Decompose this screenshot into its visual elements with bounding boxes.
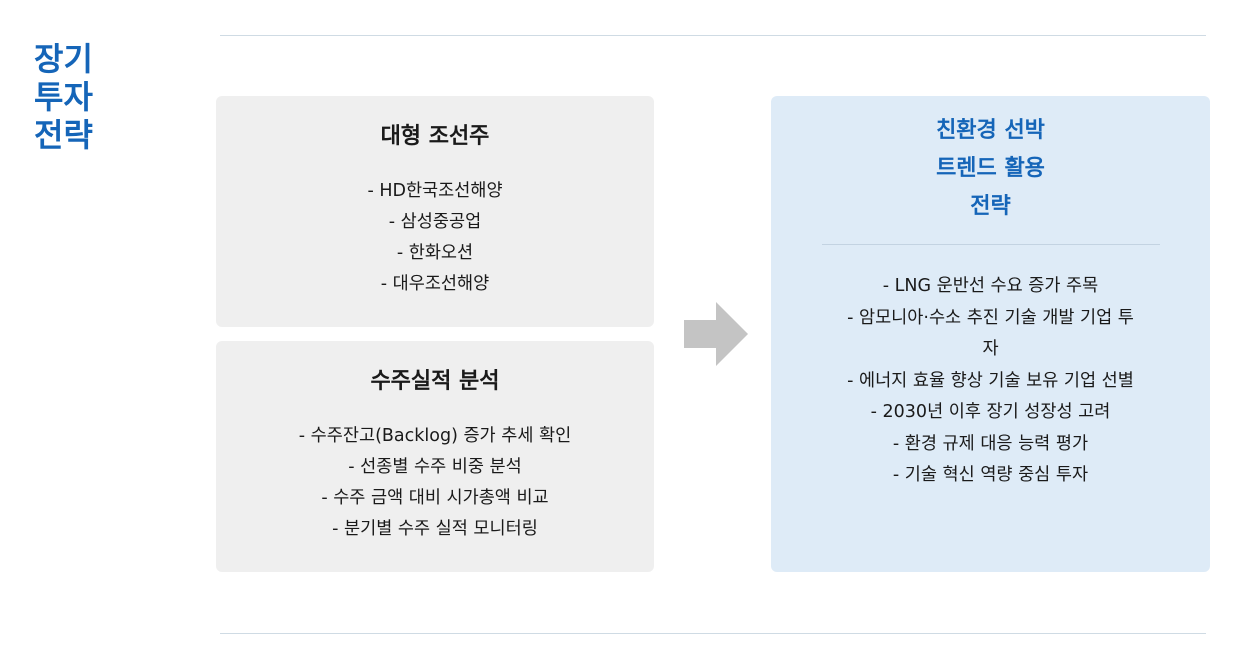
strategy-title: 친환경 선박 트렌드 활용 전략 — [936, 112, 1045, 226]
card-large-shipbuilders: 대형 조선주 - HD한국조선해양 - 삼성중공업 - 한화오션 - 대우조선해… — [216, 96, 654, 327]
list-item: - 선종별 수주 비중 분석 — [348, 457, 522, 477]
card-eco-strategy: 친환경 선박 트렌드 활용 전략 - LNG 운반선 수요 증가 주목 - 암모… — [771, 96, 1210, 572]
side-title-line: 투자 — [34, 78, 93, 116]
list-item: - 에너지 효율 향상 기술 보유 기업 선별 — [847, 370, 1134, 391]
list-item: - 삼성중공업 — [388, 212, 482, 232]
card-title: 대형 조선주 — [380, 124, 490, 149]
list-item: 자 — [982, 339, 999, 359]
list-item: - 한화오션 — [396, 243, 474, 263]
side-title-line: 전략 — [34, 116, 93, 154]
strategy-title-line: 전략 — [970, 194, 1011, 219]
strategy-list: - LNG 운반선 수요 증가 주목 - 암모니아·수소 추진 기술 개발 기업… — [811, 271, 1171, 492]
strategy-title-line: 트렌드 활용 — [936, 156, 1045, 181]
list-item: - HD한국조선해양 — [367, 181, 503, 201]
card-order-analysis: 수주실적 분석 - 수주잔고(Backlog) 증가 추세 확인 - 선종별 수… — [216, 341, 654, 572]
bottom-divider — [220, 633, 1206, 634]
side-title-line: 장기 — [34, 40, 93, 78]
card-title: 수주실적 분석 — [370, 369, 500, 394]
card-list: - HD한국조선해양 - 삼성중공업 - 한화오션 - 대우조선해양 — [367, 176, 502, 300]
list-item: - 수주 금액 대비 시가총액 비교 — [321, 488, 549, 508]
list-item: - 대우조선해양 — [380, 274, 490, 294]
list-item: - 환경 규제 대응 능력 평가 — [892, 433, 1089, 454]
card-list: - 수주잔고(Backlog) 증가 추세 확인 - 선종별 수주 비중 분석 … — [299, 421, 571, 545]
side-title: 장기 투자 전략 — [34, 40, 124, 154]
arrow-right-icon — [684, 302, 748, 366]
list-item: - LNG 운반선 수요 증가 주목 — [882, 276, 1099, 296]
list-item: - 암모니아·수소 추진 기술 개발 기업 투 — [847, 307, 1134, 328]
list-item: - 수주잔고(Backlog) 증가 추세 확인 — [298, 426, 572, 446]
strategy-divider — [821, 244, 1160, 245]
list-item: - 2030년 이후 장기 성장성 고려 — [870, 402, 1111, 422]
list-item: - 기술 혁신 역량 중심 투자 — [892, 465, 1089, 485]
top-divider — [220, 35, 1206, 36]
strategy-title-line: 친환경 선박 — [936, 118, 1045, 143]
list-item: - 분기별 수주 실적 모니터링 — [332, 519, 538, 539]
